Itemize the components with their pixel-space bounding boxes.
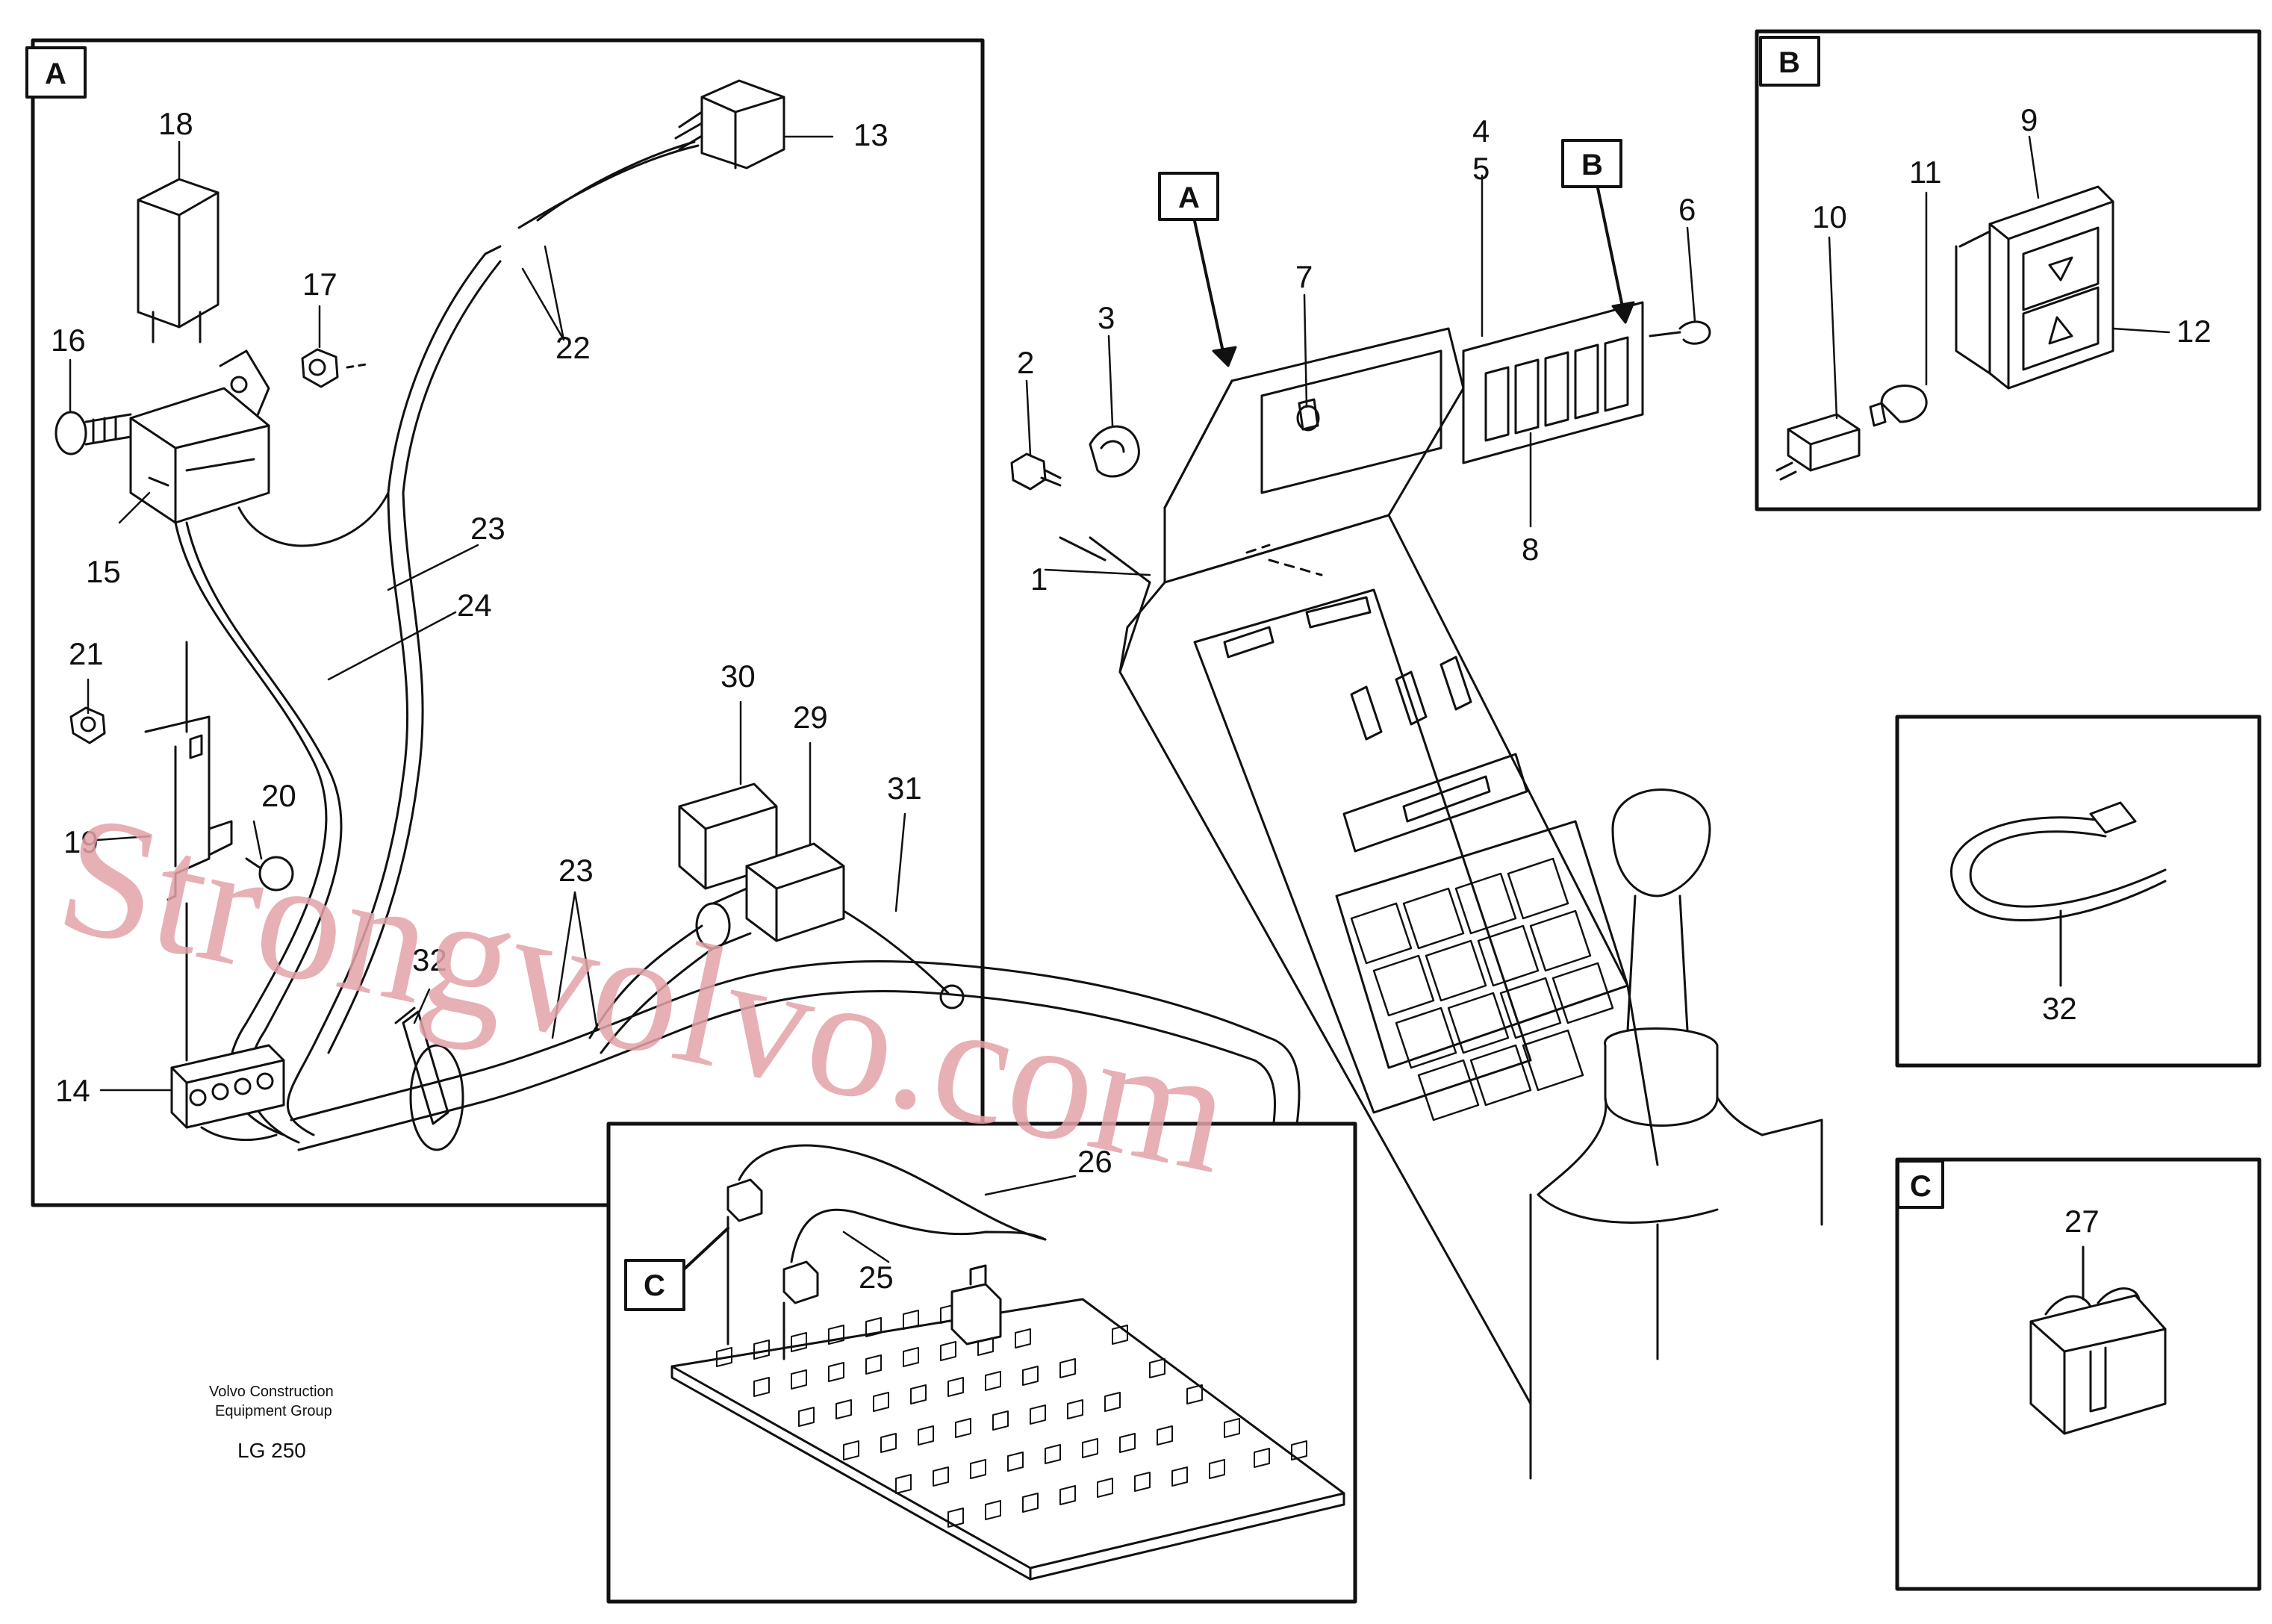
connector-13 [674,79,785,169]
callout-10: 10 [1812,199,1847,234]
callout-22: 22 [555,330,591,365]
label-b: B [1778,46,1800,79]
leader-lines [69,135,2170,1263]
label-a-console: A [1178,181,1200,214]
wire-bundle [174,140,700,1144]
console-tag-a [1158,172,1219,221]
panel-32-frame [1895,715,2262,1068]
label-b-console: B [1581,149,1603,181]
bulb-11 [1869,385,1928,427]
bolt-2-washer-3 [1010,425,1140,491]
switch-15 [129,349,270,524]
callout-31: 31 [887,771,922,806]
cable-tie-32 [1950,801,2167,987]
holder-10 [1775,413,1861,481]
model-label: LG 250 [237,1439,306,1462]
callout-15: 15 [86,554,121,589]
holder-19 [69,641,294,1062]
console-housing [1059,327,1659,1405]
callout-32a: 32 [412,942,447,977]
callout-13: 13 [853,117,888,152]
footer-line-1: Volvo Construction [209,1384,334,1400]
callout-6: 6 [1678,192,1696,227]
callout-32b: 32 [2042,991,2077,1026]
label-c-small: C [1910,1170,1932,1203]
relay-18 [137,178,220,343]
callout-29: 29 [793,700,828,735]
panel-a-tag [25,46,87,99]
callout-numbers: 13 18 17 16 15 22 23 24 21 20 19 23 32 1… [51,102,2212,1295]
callout-3: 3 [1098,300,1115,335]
footer-line-2: Equipment Group [215,1403,332,1419]
callout-23: 23 [470,511,505,546]
terminal-14 [170,1044,285,1141]
callout-25: 25 [859,1260,894,1295]
callout-16: 16 [51,323,86,358]
callout-19: 19 [63,824,99,859]
joystick [1529,788,1823,1480]
panel-a-frame [31,38,985,1207]
label-a: A [45,57,66,90]
callout-5: 5 [1472,151,1490,186]
callout-9: 9 [2020,102,2038,137]
callout-30: 30 [720,659,756,694]
callout-7: 7 [1295,259,1313,294]
callout-4: 4 [1472,113,1490,149]
callout-2: 2 [1017,345,1034,380]
panel-b-tag [1759,36,1820,87]
connectors-25-26 [726,1144,1047,1360]
hazard-switch-12 [1955,185,2114,390]
screw-16 [55,411,132,455]
callout-1: 1 [1030,561,1048,597]
callout-23b: 23 [558,853,594,888]
callout-17: 17 [302,267,337,302]
callout-14: 14 [55,1073,90,1108]
nut-17 [301,348,367,388]
console-tag-b [1561,139,1622,188]
panel-c-tag [624,1259,685,1311]
callout-20: 20 [261,778,296,813]
callout-21: 21 [69,636,104,671]
pcb-board [670,1264,1345,1581]
callout-27: 27 [2064,1204,2100,1239]
callout-26: 26 [1077,1144,1112,1179]
label-c: C [644,1269,665,1302]
callout-12: 12 [2176,314,2212,349]
callout-24: 24 [457,588,492,623]
connector-29-30 [588,783,965,1054]
panel-27-tag [1896,1160,1944,1209]
callout-11: 11 [1909,155,1942,190]
connector-27 [2029,1245,2167,1435]
callout-18: 18 [158,106,193,141]
switch-plate [1462,301,1711,464]
section-letters: A A B B C C [45,46,1932,1302]
callout-8: 8 [1522,532,1539,567]
